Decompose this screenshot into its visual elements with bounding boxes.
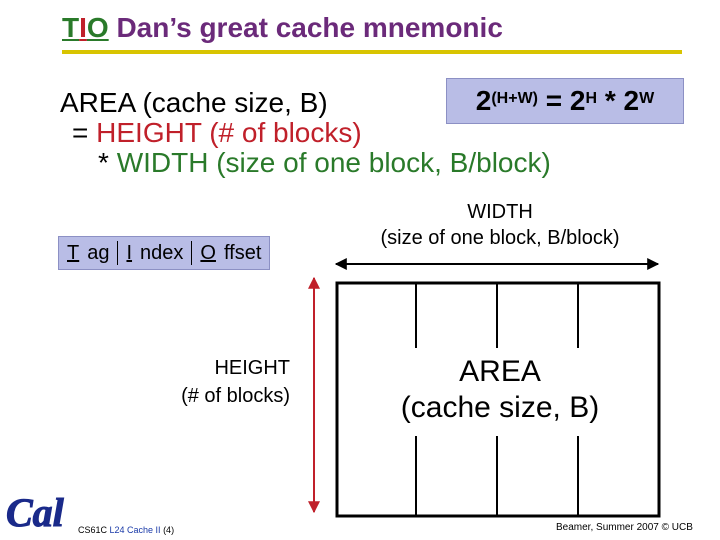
formula-times: * [597,85,624,116]
slide-title: TIO Dan’s great cache mnemonic [62,12,503,44]
title-text: Dan’s great cache mnemonic [108,12,503,43]
formula-exp-2: H [585,90,598,107]
formula-base-2: 2 [569,85,586,116]
formula-equals: = [538,85,570,116]
area-label-title: AREA [459,355,541,388]
width-label-title: WIDTH [467,201,533,223]
height-definition-line: = HEIGHT (# of blocks) [72,117,362,149]
index-field-rest: ndex [140,241,184,264]
title-underline-rule [62,50,682,54]
formula-base-3: 2 [623,85,640,116]
title-tio-i: I [79,12,87,43]
area-label: AREA (cache size, B) [364,354,636,426]
tag-field-initial: T [67,241,80,264]
footer-page: (4) [160,525,175,535]
cal-logo-text: Cal [6,490,65,535]
footer-lecture: L24 Cache II [109,525,161,535]
field-divider [117,241,119,265]
area-definition-line: AREA (cache size, B) [60,87,328,118]
formula-exp-3: W [639,90,655,107]
height-label-subtitle: (# of blocks) [181,385,290,407]
footer-credit: Beamer, Summer 2007 © UCB [556,522,693,533]
title-tio-t: T [62,12,80,43]
offset-field-rest: ffset [223,241,262,264]
equals-operator: = [72,117,97,148]
formula-base-1: 2 [475,85,492,116]
width-label-subtitle: (size of one block, B/block) [380,227,620,249]
width-label: WIDTH (size of one block, B/block) [330,199,670,251]
title-tio-o: O [86,12,109,43]
formula-exp-1: (H+W) [491,90,538,107]
offset-field-initial: O [200,241,216,264]
cache-area-diagram [308,258,661,518]
cal-logo: Cal [6,490,66,536]
width-definition-text: WIDTH (size of one block, B/block) [116,147,551,178]
height-definition-text: HEIGHT (# of blocks) [96,117,362,148]
footer-course: CS61C [78,525,110,535]
width-definition-line: * WIDTH (size of one block, B/block) [98,147,551,179]
index-field-initial: I [126,241,133,264]
footer-course-info: CS61C L24 Cache II (4) [78,525,174,535]
field-divider [191,241,193,265]
times-operator: * [98,147,117,178]
tag-field-rest: ag [87,241,110,264]
height-label: HEIGHT (# of blocks) [130,354,290,410]
height-label-title: HEIGHT [214,357,290,379]
area-label-subtitle: (cache size, B) [400,391,600,424]
